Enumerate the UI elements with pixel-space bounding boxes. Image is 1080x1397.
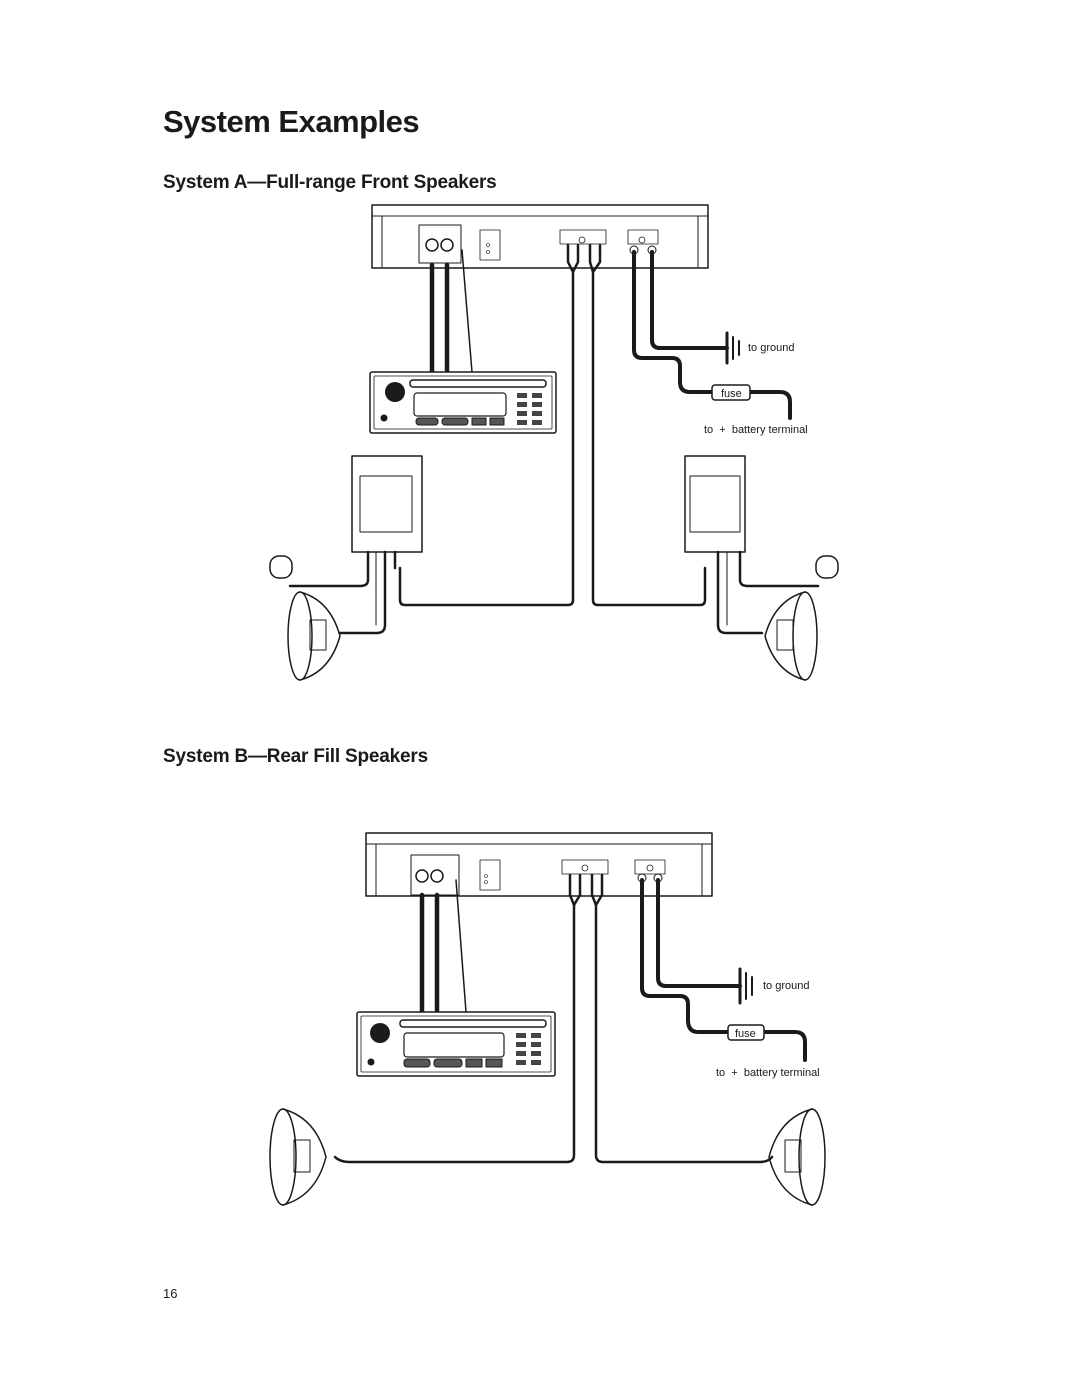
head-unit bbox=[369, 371, 557, 434]
speaker-left bbox=[287, 591, 341, 681]
ground-symbol bbox=[725, 331, 740, 365]
amplifier bbox=[365, 832, 713, 897]
system-b-title: System B—Rear Fill Speakers bbox=[163, 746, 428, 767]
fuse-label: fuse bbox=[721, 388, 742, 400]
amplifier bbox=[371, 204, 709, 269]
speaker-right bbox=[764, 591, 818, 681]
fuse-label: fuse bbox=[735, 1028, 756, 1040]
remote-wire bbox=[455, 879, 467, 1013]
battery-label: to + battery terminal bbox=[716, 1067, 820, 1079]
ground-label: to ground bbox=[763, 980, 809, 992]
speaker-left bbox=[269, 1108, 327, 1206]
battery-label: to + battery terminal bbox=[704, 424, 808, 436]
system-b-diagram: to ground fuse to + battery terminal bbox=[269, 832, 826, 1206]
ground-symbol bbox=[738, 967, 753, 1005]
rca-cables bbox=[419, 892, 440, 1015]
fuse-symbol bbox=[711, 384, 751, 401]
head-unit bbox=[356, 1011, 556, 1077]
speaker-wires bbox=[333, 873, 774, 1164]
ground-label: to ground bbox=[748, 342, 794, 354]
tweeter-right bbox=[815, 555, 839, 579]
tweeter-left bbox=[269, 555, 293, 579]
power-ground-wires bbox=[632, 250, 792, 420]
system-a-title: System A—Full-range Front Speakers bbox=[163, 172, 497, 193]
page-number: 16 bbox=[163, 1286, 178, 1301]
crossover-left bbox=[288, 455, 423, 635]
crossover-right bbox=[684, 455, 820, 635]
fuse-symbol bbox=[727, 1024, 765, 1041]
power-ground-wires bbox=[640, 878, 807, 1062]
remote-wire bbox=[461, 249, 473, 373]
rca-cables bbox=[429, 262, 450, 375]
speaker-right bbox=[768, 1108, 826, 1206]
page-title: System Examples bbox=[163, 104, 420, 139]
system-a-diagram: to ground fuse to + battery terminal bbox=[269, 204, 839, 681]
speaker-wires bbox=[398, 243, 707, 607]
